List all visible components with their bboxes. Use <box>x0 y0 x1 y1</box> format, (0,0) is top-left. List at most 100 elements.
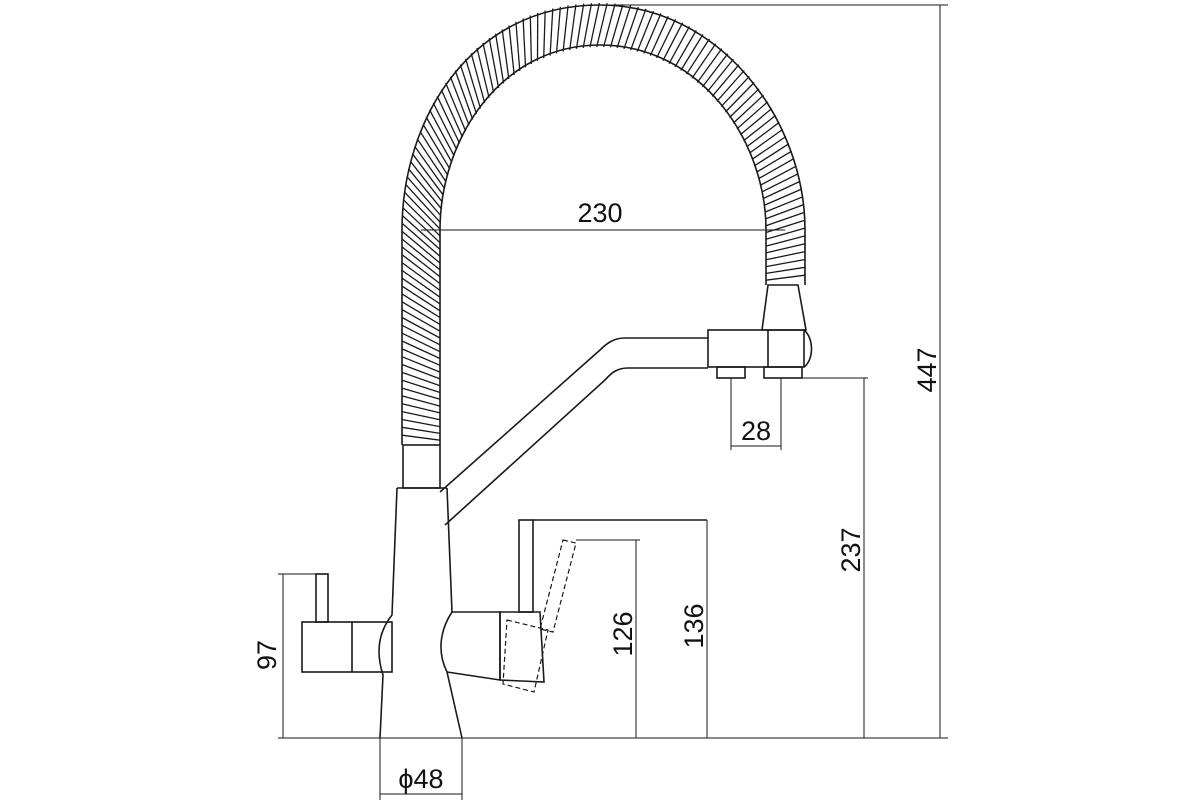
coil-ridge <box>602 3 616 48</box>
flexible-hose <box>401 2 806 445</box>
coil-ridge <box>762 180 801 200</box>
coil-ridge <box>743 114 777 142</box>
coil-ridge <box>765 211 805 227</box>
coil-ridge <box>522 18 527 68</box>
lever-low-label: 126 <box>608 611 638 656</box>
tap-water-nozzle <box>763 366 803 379</box>
hose-width-label: 230 <box>577 198 622 228</box>
lever-high-label: 136 <box>679 603 709 648</box>
coil-ridge <box>459 64 478 115</box>
coil-ridge <box>401 269 441 298</box>
spout-upper-edge <box>439 337 708 493</box>
dim-side-lever: 97 <box>252 573 328 738</box>
coil-ridge <box>765 258 806 268</box>
coil-ridge <box>403 191 441 230</box>
outlet-cap <box>803 329 813 368</box>
coil-ridge <box>454 70 474 120</box>
dim-lever-high: 136 <box>679 520 709 738</box>
coil-ridge <box>401 254 441 285</box>
coil-ridge <box>696 48 723 83</box>
coil-ridge <box>464 58 482 109</box>
coil-ridge <box>422 123 451 170</box>
right-mixer-lever <box>499 519 707 683</box>
coil-ridge <box>406 176 442 216</box>
alt-cartridge <box>502 619 549 693</box>
coil-ridge <box>623 6 639 50</box>
dim-outlet-height: 237 <box>802 377 868 738</box>
coil-ridge <box>449 76 470 126</box>
coil-ridge <box>401 403 441 414</box>
coil-ridge <box>720 75 750 108</box>
right-hub <box>446 611 501 681</box>
dim-total-height: 447 <box>600 4 948 738</box>
coil-ridge <box>739 108 773 136</box>
dim-hose-width: 230 <box>421 198 785 231</box>
coil-ridge <box>414 145 446 189</box>
coil-ridge <box>401 387 441 400</box>
coil-ridge <box>569 4 577 51</box>
coil-ridge <box>746 121 780 148</box>
coil-ridge <box>401 363 441 380</box>
lever-handle <box>518 519 534 613</box>
coil-ridge <box>401 410 441 421</box>
coil-ridge <box>761 173 799 193</box>
coil-ridge <box>636 10 655 52</box>
coil-ridge <box>763 188 802 206</box>
coil-ridge <box>765 219 806 234</box>
coil-ridge <box>470 53 486 104</box>
coil-ridge <box>724 82 755 113</box>
coil-ridge <box>440 89 464 138</box>
coil-ridge <box>501 29 510 80</box>
coil-ridge <box>432 102 458 150</box>
coil-ridge <box>662 22 684 61</box>
coil-ridge <box>764 196 804 213</box>
outlet-width-label: 28 <box>741 416 771 446</box>
coil-ridge <box>582 3 593 49</box>
coil-ridge <box>749 128 784 154</box>
coil-ridge <box>401 395 441 407</box>
coil-ridge <box>701 53 729 88</box>
coil-ridge <box>674 29 697 68</box>
coil-ridge <box>401 230 441 264</box>
coil-ridge <box>716 70 745 102</box>
spout-lower-edge <box>444 367 708 526</box>
coil-ridge <box>736 101 769 130</box>
coil-ridge <box>515 21 521 72</box>
total-height-label: 447 <box>912 347 942 392</box>
coil-ridge <box>754 143 790 167</box>
coil-ridge <box>729 88 760 118</box>
coil-ridge <box>543 10 546 59</box>
coil-ridge <box>508 25 515 75</box>
body-right-contour <box>440 487 463 739</box>
coil-ridge <box>756 150 792 173</box>
coil-ridge <box>401 379 441 394</box>
hose-inner-contour <box>439 44 767 445</box>
coil-ridge <box>494 33 505 84</box>
outlet-block <box>707 329 805 368</box>
body-left-contour <box>378 487 398 739</box>
base-diameter-label: ϕ48 <box>398 764 443 794</box>
side-lever-label: 97 <box>252 640 282 670</box>
coil-ridge <box>488 37 500 89</box>
coil-ridge <box>549 8 554 56</box>
coil-ridge <box>401 246 441 278</box>
coil-ridge <box>765 250 806 261</box>
coil-ridge <box>575 3 585 49</box>
faucet-body <box>301 487 501 739</box>
coil-ridge <box>401 340 441 360</box>
coil-ridge <box>401 418 441 428</box>
spout-arm <box>439 337 708 526</box>
coil-ridge <box>436 95 461 144</box>
coil-ridge <box>401 277 441 305</box>
hose-head <box>761 284 807 331</box>
coil-ridge <box>401 222 441 257</box>
coil-ridge <box>685 38 710 75</box>
coil-ridge <box>759 165 797 186</box>
coil-ridge <box>732 94 764 124</box>
coil-ridge <box>629 8 647 51</box>
coil-ridge <box>408 168 442 210</box>
coil-ridge <box>401 293 441 319</box>
coil-ridge <box>589 2 601 48</box>
dim-base-diameter: ϕ48 <box>379 738 463 800</box>
coil-ridge <box>401 316 441 339</box>
